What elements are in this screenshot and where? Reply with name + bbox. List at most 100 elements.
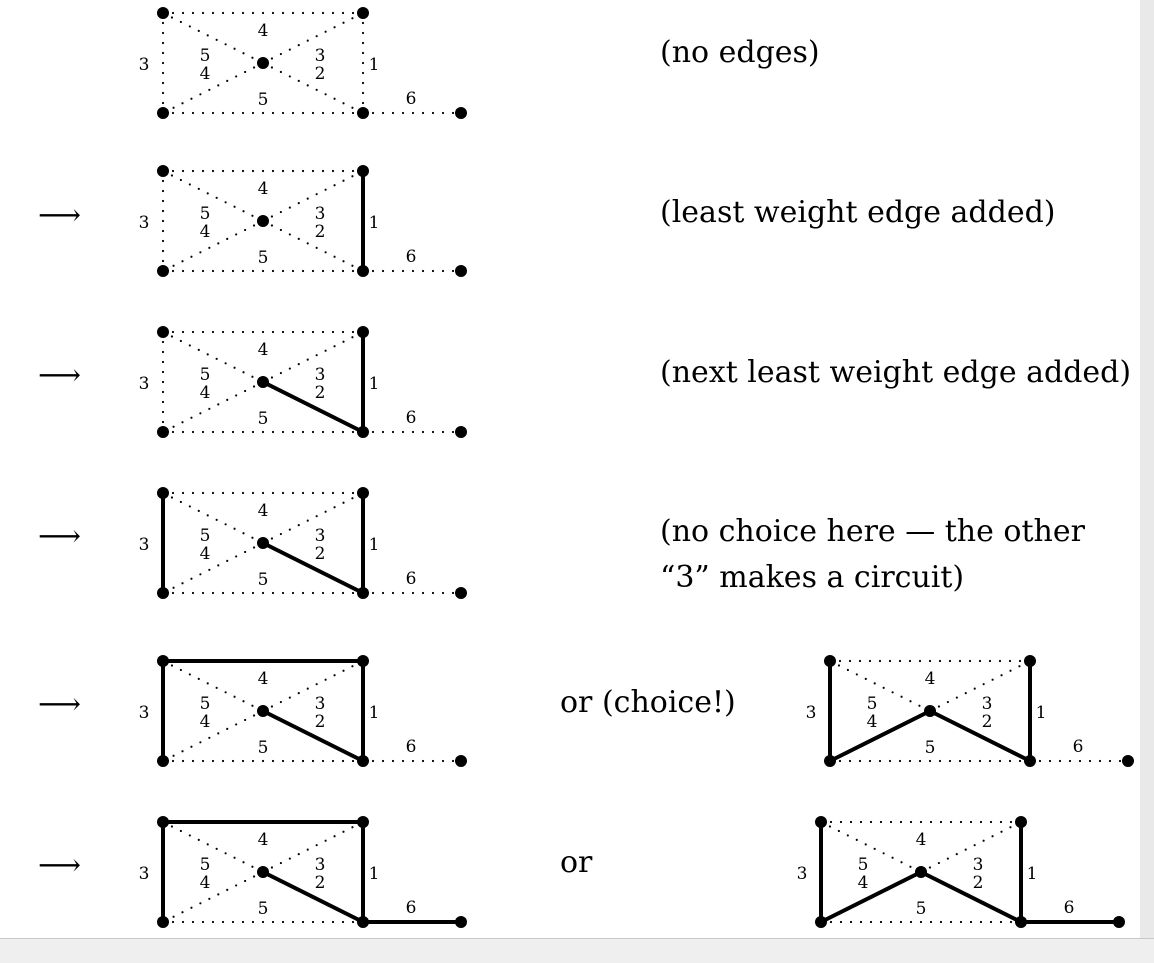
vertex — [1113, 916, 1125, 928]
label-tail-weight: 6 — [406, 569, 417, 589]
edge-center-bl-tree — [819, 870, 923, 924]
vertex — [257, 215, 269, 227]
edge-center-bl-dotted — [161, 219, 265, 273]
label-left-weight: 3 — [139, 864, 150, 884]
label-left-weight: 3 — [806, 703, 817, 723]
vertex — [157, 7, 169, 19]
label-top-weight: 4 — [258, 501, 269, 521]
label-diag-weight: 3 — [973, 855, 984, 875]
step-caption: (no choice here — the other — [660, 514, 1086, 549]
vertex — [815, 816, 827, 828]
edge-diagL-dotted — [161, 491, 265, 545]
step-arrow: ⟶ — [38, 848, 81, 883]
label-diag-weight: 2 — [315, 712, 326, 732]
label-right-weight: 1 — [369, 703, 380, 723]
label-tail-weight: 6 — [1073, 737, 1084, 757]
label-tail-weight: 6 — [406, 89, 417, 109]
vertex — [357, 916, 369, 928]
edge-center-br-tree — [928, 709, 1032, 763]
label-bottom-weight: 5 — [925, 738, 936, 758]
step-arrow: ⟶ — [38, 519, 81, 554]
vertex — [357, 165, 369, 177]
label-top-weight: 4 — [925, 669, 936, 689]
label-left-weight: 3 — [797, 864, 808, 884]
label-diag-weight: 2 — [982, 712, 993, 732]
label-right-weight: 1 — [1027, 864, 1038, 884]
vertex — [455, 265, 467, 277]
edge-diagL-dotted — [828, 659, 932, 713]
label-top-weight: 4 — [258, 669, 269, 689]
vertex — [257, 57, 269, 69]
vertex — [157, 655, 169, 667]
vertex — [357, 7, 369, 19]
label-diag-weight: 4 — [200, 873, 211, 893]
label-diag-weight: 5 — [200, 855, 211, 875]
step-arrow: ⟶ — [38, 358, 81, 393]
label-diag-weight: 4 — [200, 222, 211, 242]
label-tail-weight: 6 — [406, 898, 417, 918]
label-diag-weight: 3 — [315, 855, 326, 875]
vertex — [455, 107, 467, 119]
label-right-weight: 1 — [1036, 703, 1047, 723]
label-top-weight: 4 — [258, 830, 269, 850]
vertex — [924, 705, 936, 717]
step-caption: “3” makes a circuit) — [660, 560, 964, 595]
edge-diagR-dotted — [261, 169, 365, 223]
label-right-weight: 1 — [369, 864, 380, 884]
label-diag-weight: 2 — [973, 873, 984, 893]
label-diag-weight: 4 — [200, 544, 211, 564]
label-right-weight: 1 — [369, 374, 380, 394]
label-diag-weight: 3 — [315, 526, 326, 546]
label-left-weight: 3 — [139, 374, 150, 394]
vertex — [455, 755, 467, 767]
label-bottom-weight: 5 — [258, 899, 269, 919]
label-bottom-weight: 5 — [258, 248, 269, 268]
edge-diagR-dotted — [261, 659, 365, 713]
vertex — [357, 755, 369, 767]
label-diag-weight: 4 — [858, 873, 869, 893]
vertex — [357, 265, 369, 277]
edge-center-br-tree — [919, 870, 1023, 924]
vertex — [824, 655, 836, 667]
label-diag-weight: 5 — [858, 855, 869, 875]
label-tail-weight: 6 — [1064, 898, 1075, 918]
label-diag-weight: 5 — [200, 204, 211, 224]
vertex — [257, 376, 269, 388]
step-caption: (least weight edge added) — [660, 195, 1055, 230]
label-diag-weight: 4 — [200, 383, 211, 403]
vertex — [157, 487, 169, 499]
label-right-weight: 1 — [369, 535, 380, 555]
edge-center-br-tree — [261, 380, 365, 434]
edge-center-br-dotted — [261, 61, 365, 115]
vertex — [357, 655, 369, 667]
vertex — [357, 487, 369, 499]
vertex — [1024, 755, 1036, 767]
edge-center-bl-dotted — [161, 709, 265, 763]
label-diag-weight: 4 — [200, 64, 211, 84]
label-right-weight: 1 — [369, 213, 380, 233]
edge-center-bl-dotted — [161, 61, 265, 115]
vertex — [157, 165, 169, 177]
edge-center-bl-dotted — [161, 870, 265, 924]
label-bottom-weight: 5 — [258, 738, 269, 758]
edge-diagL-dotted — [161, 330, 265, 384]
vertex — [915, 866, 927, 878]
edge-diagL-dotted — [161, 820, 265, 874]
label-right-weight: 1 — [369, 55, 380, 75]
vertex — [157, 426, 169, 438]
vertex — [257, 866, 269, 878]
label-left-weight: 3 — [139, 213, 150, 233]
vertex — [455, 916, 467, 928]
step-caption: (no edges) — [660, 35, 820, 70]
label-diag-weight: 3 — [315, 365, 326, 385]
vertex — [357, 426, 369, 438]
edge-center-bl-tree — [828, 709, 932, 763]
